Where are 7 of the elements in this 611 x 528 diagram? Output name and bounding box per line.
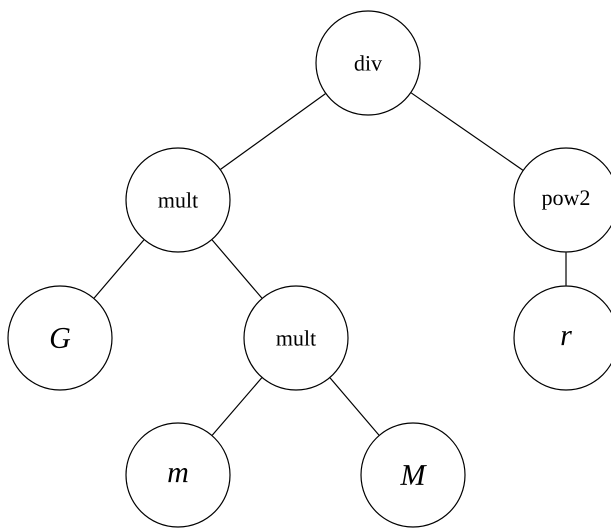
connector-line — [212, 240, 262, 298]
connector-line — [410, 92, 524, 171]
connector-line — [212, 377, 262, 436]
connector-line — [94, 240, 144, 298]
connector-line — [220, 93, 326, 170]
connector-line — [565, 252, 567, 286]
connector-line — [330, 378, 380, 436]
